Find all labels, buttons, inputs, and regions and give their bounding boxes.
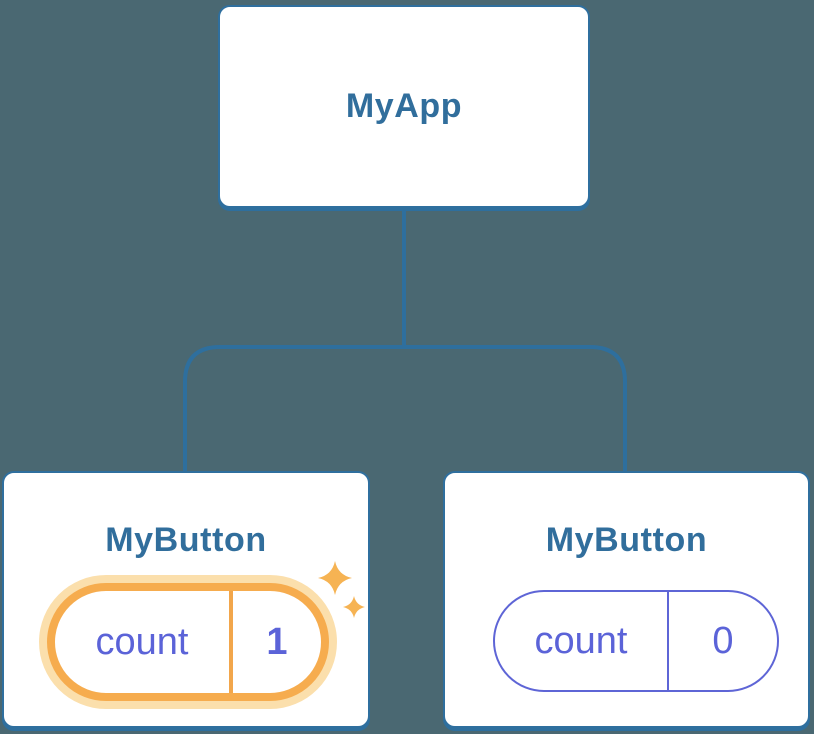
node-label-mybutton-left: MyButton (105, 521, 267, 559)
connector-children-bracket (183, 345, 627, 472)
state-pill-divider (667, 592, 669, 690)
state-key: count (534, 619, 628, 662)
state-pill-highlighted: count 1 (47, 583, 329, 701)
node-mybutton-left: MyButton count 1 (2, 471, 370, 728)
node-mybutton-right: MyButton count 0 (443, 471, 810, 728)
state-key: count (95, 620, 189, 663)
node-label-mybutton-right: MyButton (545, 521, 708, 559)
node-myapp: MyApp (218, 5, 590, 208)
node-label-myapp: MyApp (345, 87, 463, 125)
state-value: 1 (266, 620, 288, 663)
state-pill-divider (229, 591, 233, 693)
state-pill: count 0 (493, 590, 779, 692)
state-value: 0 (712, 619, 734, 662)
